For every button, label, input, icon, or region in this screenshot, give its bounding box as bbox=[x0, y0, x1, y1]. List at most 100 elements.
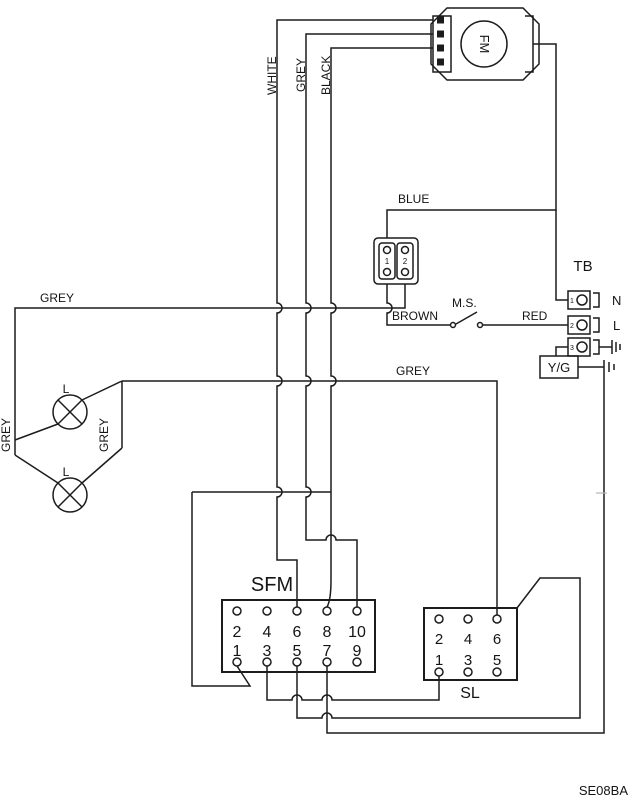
plug-pin-number: 2 bbox=[403, 257, 408, 266]
connector-pin bbox=[437, 30, 444, 38]
wire-grey-path bbox=[305, 33, 433, 607]
lamp-right-wire-label: GREY bbox=[97, 418, 111, 452]
sl-terminal-hole bbox=[434, 667, 444, 677]
sl-terminal-number: 4 bbox=[464, 631, 472, 648]
sfm-terminal-hole bbox=[322, 606, 332, 616]
sfm-terminal-number: 1 bbox=[233, 643, 242, 660]
tb-terminal-1-clamp bbox=[593, 292, 600, 308]
fan-motor-body bbox=[460, 20, 508, 68]
tb-terminal-2-screw bbox=[576, 319, 588, 331]
tb-terminal-number: 2 bbox=[570, 323, 574, 330]
plug-pin-number: 1 bbox=[385, 257, 390, 266]
sl-terminal-number: 2 bbox=[435, 631, 443, 648]
sfm3-to-sl1-wire bbox=[266, 666, 440, 701]
sfm-terminal-hole bbox=[352, 606, 362, 616]
sfm-terminal-hole bbox=[292, 657, 302, 667]
plug-connector: 1 2 bbox=[373, 237, 419, 285]
sl-terminal-number: 5 bbox=[493, 652, 501, 669]
wire-grey-top-label: GREY bbox=[294, 58, 308, 92]
sfm-outline bbox=[221, 599, 376, 673]
sfm5-to-sl-wire bbox=[296, 577, 581, 719]
plug-pole-2 bbox=[396, 242, 414, 280]
connector-pin bbox=[437, 58, 444, 66]
sl-terminal-number: 3 bbox=[464, 652, 472, 669]
tb-terminal-3-screw bbox=[576, 341, 588, 353]
sfm7-earth-wire bbox=[326, 374, 605, 734]
sl-terminal-hole bbox=[492, 667, 502, 677]
lamp-link-wires bbox=[14, 380, 123, 484]
wire-grey-left-path bbox=[14, 284, 406, 455]
terminal-block-tb: TB 1 2 3 N L bbox=[567, 258, 621, 357]
switch-contact bbox=[476, 321, 484, 329]
sl-terminal-hole bbox=[434, 614, 444, 624]
yg-label: Y/G bbox=[548, 360, 570, 375]
motor-wires: WHITE GREY BLACK bbox=[265, 19, 433, 608]
tb-terminal-number: 1 bbox=[570, 298, 574, 305]
sfm-terminal-number: 8 bbox=[323, 624, 332, 641]
sfm-terminal-hole bbox=[262, 606, 272, 616]
fan-motor-housing bbox=[430, 7, 540, 81]
tb-terminal-3-clamp bbox=[593, 339, 600, 355]
sfm-terminal-hole bbox=[232, 657, 242, 667]
plug-screw bbox=[382, 267, 392, 277]
wire-grey-mid-path bbox=[122, 380, 498, 615]
tb-title: TB bbox=[573, 258, 592, 275]
wire-neutral-path bbox=[555, 210, 568, 301]
wire-black-path bbox=[326, 47, 433, 608]
sfm-terminal-hole bbox=[322, 657, 332, 667]
tb-terminal-1-screw bbox=[576, 294, 588, 306]
switch-blade bbox=[455, 311, 478, 325]
sfm-terminal-number: 9 bbox=[353, 643, 362, 660]
wire-white-path bbox=[276, 19, 433, 607]
sl-terminal-hole bbox=[463, 614, 473, 624]
fan-motor-bracket bbox=[525, 15, 534, 73]
earth-yg: Y/G bbox=[539, 346, 615, 379]
sfm-terminal-hole bbox=[292, 606, 302, 616]
earth-icon bbox=[611, 340, 621, 354]
lamp-left-wire-label: GREY bbox=[0, 418, 13, 452]
connector-pin bbox=[437, 44, 444, 52]
sl-terminal-number: 1 bbox=[435, 652, 443, 669]
wire-blue-label: BLUE bbox=[398, 192, 429, 206]
sfm-terminal-number: 7 bbox=[323, 643, 332, 660]
plug-screw bbox=[400, 267, 410, 277]
tb-terminal-number: 3 bbox=[570, 345, 574, 352]
grey-mid-wire: GREY bbox=[122, 364, 498, 615]
sl-terminal-hole bbox=[463, 667, 473, 677]
tb-live-label: L bbox=[613, 318, 620, 333]
wire-black-label: BLACK bbox=[319, 56, 333, 95]
terminal-strip-sfm: SFM 2 4 6 8 10 1 3 5 7 9 bbox=[221, 574, 376, 673]
plug-outline bbox=[373, 237, 419, 285]
connector-pin bbox=[437, 16, 444, 24]
lamp-2-label: L bbox=[63, 465, 70, 479]
terminal-strip-sl: 2 4 6 1 3 5 SL bbox=[423, 607, 518, 702]
mains-switch-label: M.S. bbox=[452, 296, 477, 310]
sl-terminal-hole bbox=[492, 614, 502, 624]
sfm-terminal-number: 10 bbox=[348, 624, 366, 641]
plug-pole-1 bbox=[378, 242, 396, 280]
lamp-2-cross bbox=[57, 482, 83, 508]
tb-neutral-label: N bbox=[612, 293, 621, 308]
sl-terminal-number: 6 bbox=[493, 631, 501, 648]
blue-wire: BLUE bbox=[386, 43, 568, 301]
fan-motor-symbol: FM bbox=[430, 7, 540, 81]
sfm-terminal-number: 4 bbox=[263, 624, 272, 641]
interconnect-wires bbox=[191, 374, 607, 734]
switch-contact bbox=[449, 321, 457, 329]
wire-grey-left-label: GREY bbox=[40, 291, 74, 305]
lamp-2-icon bbox=[52, 477, 88, 513]
wire-brown-label: BROWN bbox=[392, 309, 438, 323]
sfm-terminal-number: 6 bbox=[293, 624, 302, 641]
yg-lead bbox=[555, 346, 568, 356]
sl-outline bbox=[423, 607, 518, 681]
left-loop-wire bbox=[191, 492, 252, 687]
earth-icon bbox=[603, 360, 615, 374]
lamp-1-icon bbox=[52, 394, 88, 430]
lamp-1-cross bbox=[57, 399, 83, 425]
fan-motor-label: FM bbox=[477, 35, 492, 54]
wire-red-label: RED bbox=[522, 309, 548, 323]
sfm-terminal-number: 2 bbox=[233, 624, 242, 641]
lamp-1-label: L bbox=[63, 382, 70, 396]
plug-screw bbox=[400, 245, 410, 255]
